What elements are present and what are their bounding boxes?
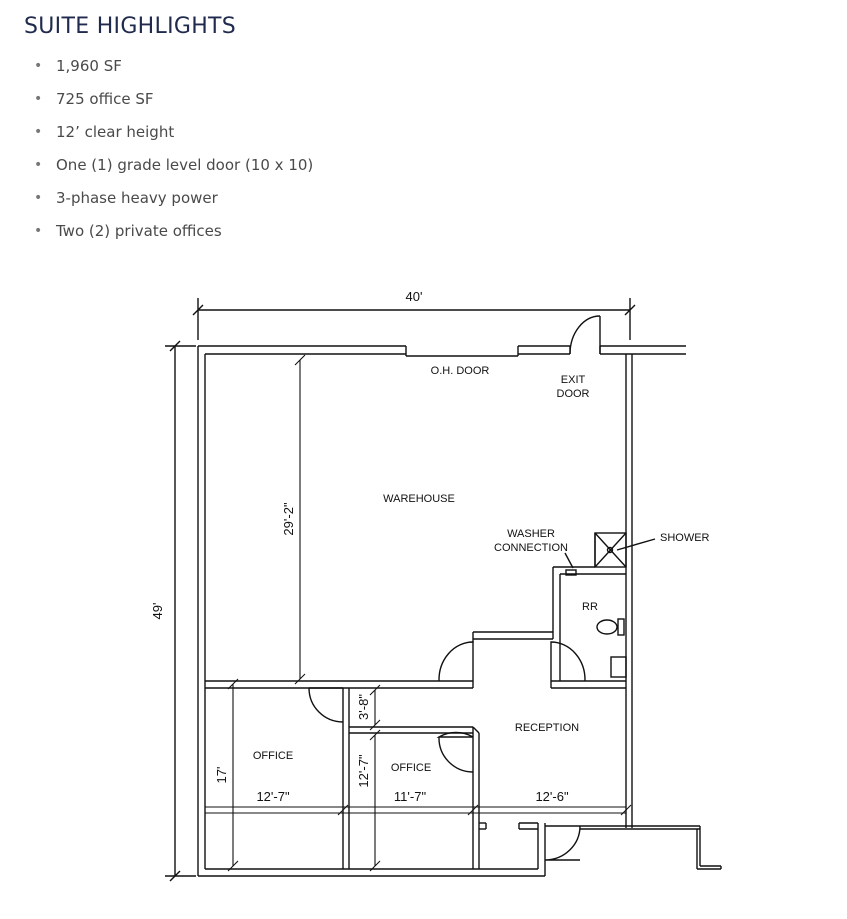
shower-leader <box>616 538 656 551</box>
bullet-icon: • <box>34 124 43 140</box>
highlight-item: • Two (2) private offices <box>34 221 313 254</box>
highlight-text: 1,960 SF <box>56 57 122 75</box>
highlight-text: 12’ clear height <box>56 123 175 141</box>
office-right-width-label: 11'-7" <box>394 789 427 804</box>
width-dimension <box>192 298 636 340</box>
highlight-item: • 12’ clear height <box>34 122 313 155</box>
office-left-label: OFFICE <box>253 750 293 762</box>
sink-icon <box>610 656 627 678</box>
office-right-label: OFFICE <box>391 762 431 774</box>
depth-dimension <box>165 340 196 882</box>
overall-width-label: 40' <box>406 289 423 304</box>
restroom-walls <box>472 532 627 681</box>
office-depth-label: 17' <box>214 767 229 784</box>
washer-label-line1: WASHER <box>507 528 555 540</box>
highlight-text: One (1) grade level door (10 x 10) <box>56 156 314 174</box>
exit-door-label-line2: DOOR <box>557 388 590 400</box>
washer-label-line2: CONNECTION <box>494 542 568 554</box>
overall-depth-label: 49' <box>150 603 165 620</box>
warehouse-partition <box>205 641 626 689</box>
highlight-item: • 1,960 SF <box>34 56 313 89</box>
office-left-width-label: 12'-7" <box>256 789 290 804</box>
toilet-icon <box>596 618 625 636</box>
highlight-item: • One (1) grade level door (10 x 10) <box>34 155 313 188</box>
exit-door-label-line1: EXIT <box>561 374 586 386</box>
warehouse-depth-label: 29'-2" <box>281 502 296 536</box>
office-walls <box>308 687 722 876</box>
bullet-icon: • <box>34 58 43 74</box>
exterior-walls <box>197 345 686 877</box>
page-title: SUITE HIGHLIGHTS <box>24 14 237 39</box>
reception-width-label: 12'-6" <box>535 789 569 804</box>
bullet-icon: • <box>34 223 43 239</box>
interior-dimensions <box>205 354 632 872</box>
highlight-text: 725 office SF <box>56 90 154 108</box>
suite-highlights-list: • 1,960 SF • 725 office SF • 12’ clear heig… <box>34 56 313 254</box>
corridor-depth-label: 3'-8" <box>356 694 371 720</box>
reception-label: RECEPTION <box>515 722 579 734</box>
washer-connection-icon <box>564 552 577 576</box>
warehouse-label: WAREHOUSE <box>383 493 455 505</box>
bullet-icon: • <box>34 157 43 173</box>
highlight-item: • 725 office SF <box>34 89 313 122</box>
office-right-depth-label: 12'-7" <box>356 754 371 788</box>
highlight-item: • 3-phase heavy power <box>34 188 313 221</box>
bullet-icon: • <box>34 91 43 107</box>
oh-door-label: O.H. DOOR <box>431 365 490 377</box>
shower-label: SHOWER <box>660 532 710 544</box>
highlight-text: 3-phase heavy power <box>56 189 218 207</box>
bullet-icon: • <box>34 190 43 206</box>
exit-door-icon <box>569 315 601 355</box>
restroom-label: RR <box>582 601 598 613</box>
highlight-text: Two (2) private offices <box>56 222 222 240</box>
